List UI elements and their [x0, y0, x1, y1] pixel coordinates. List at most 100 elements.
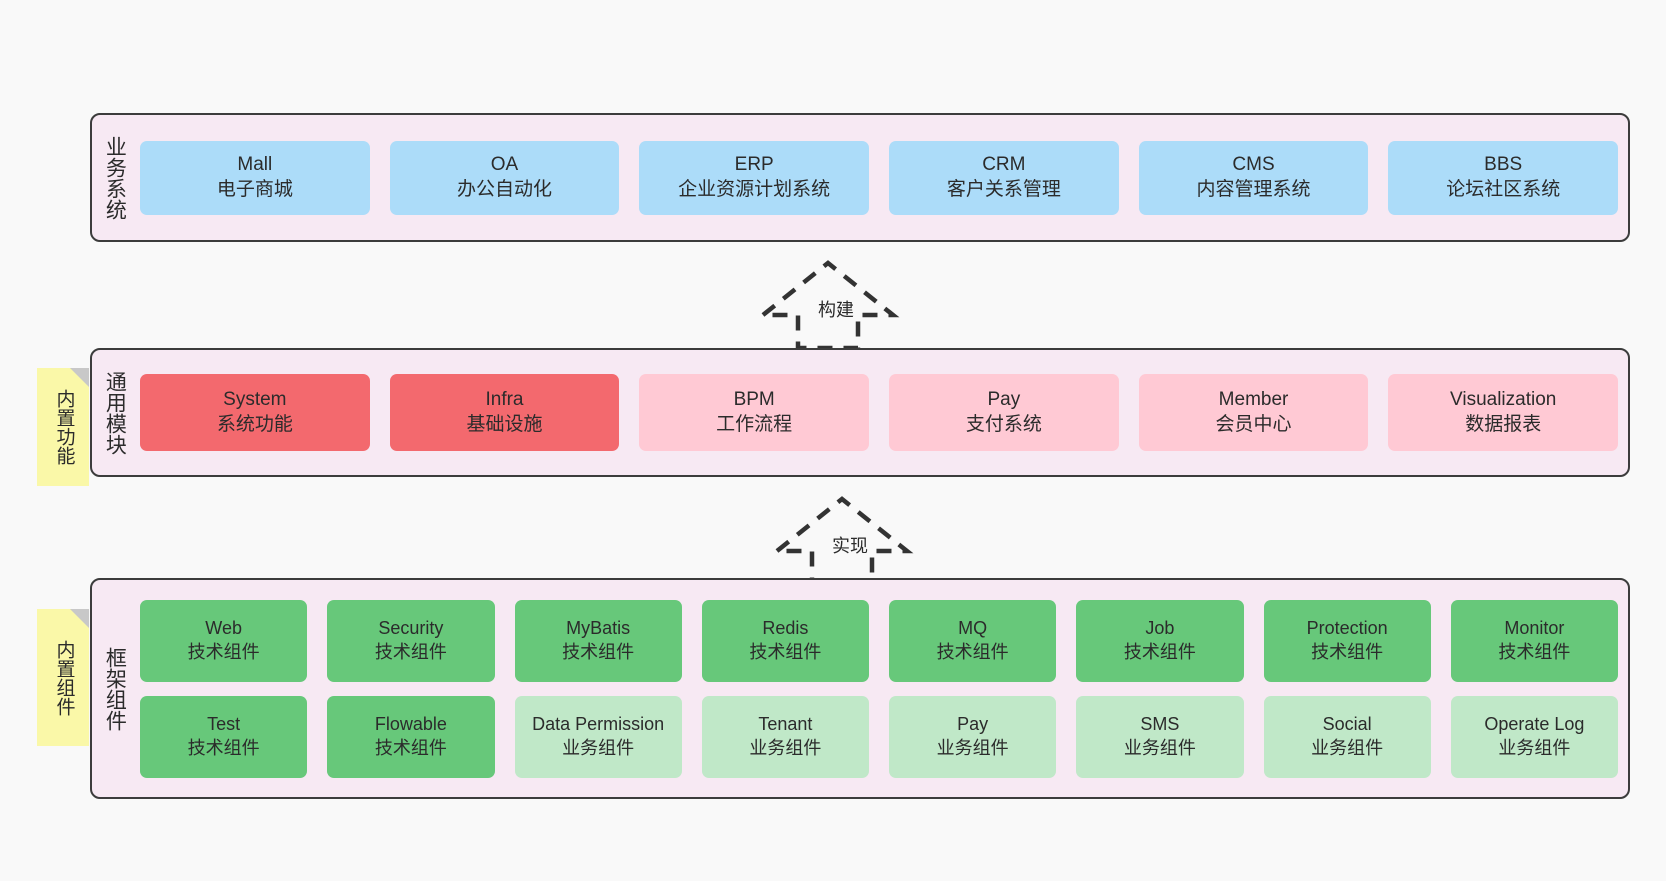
- node-operate-log[interactable]: Operate Log 业务组件: [1450, 695, 1618, 778]
- node-name: OA: [490, 153, 519, 175]
- node-subtitle: 企业资源计划系统: [678, 178, 831, 200]
- node-subtitle: 会员中心: [1215, 413, 1292, 435]
- layer-title-business: 业务系统: [103, 135, 127, 220]
- node-protection[interactable]: Protection 技术组件: [1263, 599, 1431, 682]
- node-name: Operate Log: [1484, 714, 1585, 735]
- layer-row: Mall 电子商城 OA 办公自动化 ERP 企业资源计划系统 CRM 客户关系…: [140, 140, 1619, 215]
- arrow-implement: 实现: [770, 494, 914, 587]
- layer-row: System 系统功能 Infra 基础设施 BPM 工作流程 Pay 支付系统…: [140, 374, 1619, 451]
- node-security[interactable]: Security 技术组件: [327, 599, 495, 682]
- node-subtitle: 技术组件: [562, 641, 635, 662]
- node-name: ERP: [734, 153, 774, 175]
- node-subtitle: 技术组件: [1311, 641, 1384, 662]
- layer-row: Web 技术组件 Security 技术组件 MyBatis 技术组件 Redi…: [140, 599, 1618, 682]
- node-name: Flowable: [374, 714, 447, 735]
- node-visualization[interactable]: Visualization 数据报表: [1388, 374, 1619, 451]
- node-sms[interactable]: SMS 业务组件: [1076, 695, 1244, 778]
- node-name: Infra: [485, 388, 524, 410]
- note-builtin-components: 内置组件: [37, 609, 89, 746]
- node-crm[interactable]: CRM 客户关系管理: [889, 140, 1119, 215]
- layer-body-business: Mall 电子商城 OA 办公自动化 ERP 企业资源计划系统 CRM 客户关系…: [136, 115, 1628, 240]
- node-subtitle: 基础设施: [466, 413, 543, 435]
- node-name: BPM: [733, 388, 775, 410]
- node-bbs[interactable]: BBS 论坛社区系统: [1388, 140, 1619, 215]
- node-name: Social: [1322, 714, 1372, 735]
- layer-row: Test 技术组件 Flowable 技术组件 Data Permission …: [140, 695, 1618, 778]
- node-flowable[interactable]: Flowable 技术组件: [327, 695, 495, 778]
- node-social[interactable]: Social 业务组件: [1263, 695, 1431, 778]
- node-redis[interactable]: Redis 技术组件: [701, 599, 869, 682]
- node-subtitle: 技术组件: [374, 641, 447, 662]
- node-test[interactable]: Test 技术组件: [140, 695, 308, 778]
- node-subtitle: 技术组件: [187, 641, 260, 662]
- dashed-up-arrow-icon: [756, 260, 900, 351]
- node-name: Protection: [1306, 618, 1388, 639]
- node-name: Job: [1145, 618, 1175, 639]
- note-text: 内置功能: [53, 389, 75, 465]
- node-subtitle: 工作流程: [716, 413, 793, 435]
- node-name: CMS: [1232, 153, 1275, 175]
- node-cms[interactable]: CMS 内容管理系统: [1138, 140, 1369, 215]
- node-subtitle: 业务组件: [1311, 737, 1384, 758]
- node-mybatis[interactable]: MyBatis 技术组件: [514, 599, 682, 682]
- node-web[interactable]: Web 技术组件: [140, 599, 308, 682]
- layer-body-framework: Web 技术组件 Security 技术组件 MyBatis 技术组件 Redi…: [136, 580, 1628, 797]
- node-subtitle: 论坛社区系统: [1446, 178, 1561, 200]
- node-mall[interactable]: Mall 电子商城: [140, 140, 370, 215]
- node-name: Tenant: [758, 714, 813, 735]
- node-name: Security: [378, 618, 444, 639]
- node-subtitle: 业务组件: [936, 737, 1009, 758]
- node-name: CRM: [982, 153, 1026, 175]
- node-name: Redis: [762, 618, 809, 639]
- dashed-up-arrow-icon: [770, 496, 914, 587]
- node-tenant[interactable]: Tenant 业务组件: [701, 695, 869, 778]
- layer-framework-components: 框架组件 Web 技术组件 Security 技术组件 MyBatis 技术组件…: [90, 578, 1630, 799]
- node-name: BBS: [1484, 153, 1523, 175]
- node-name: Visualization: [1450, 388, 1557, 410]
- node-name: Web: [205, 618, 242, 639]
- node-oa[interactable]: OA 办公自动化: [389, 140, 620, 215]
- layer-business-systems: 业务系统 Mall 电子商城 OA 办公自动化 ERP 企业资源计划系统 CRM…: [90, 113, 1630, 242]
- node-monitor[interactable]: Monitor 技术组件: [1450, 599, 1618, 682]
- node-subtitle: 系统功能: [216, 413, 293, 435]
- node-name: Pay: [987, 388, 1021, 410]
- node-subtitle: 业务组件: [562, 737, 635, 758]
- node-subtitle: 内容管理系统: [1196, 178, 1311, 200]
- node-data-permission[interactable]: Data Permission 业务组件: [514, 695, 682, 778]
- node-subtitle: 技术组件: [1498, 641, 1571, 662]
- node-subtitle: 技术组件: [1123, 641, 1196, 662]
- node-pay-component[interactable]: Pay 业务组件: [889, 695, 1057, 778]
- node-name: Mall: [237, 153, 273, 175]
- layer-title-framework: 框架组件: [103, 646, 127, 731]
- node-mq[interactable]: MQ 技术组件: [889, 599, 1057, 682]
- node-name: MyBatis: [566, 618, 631, 639]
- node-name: Monitor: [1504, 618, 1565, 639]
- arrow-label-build: 构建: [818, 300, 854, 320]
- node-name: MQ: [958, 618, 988, 639]
- node-system[interactable]: System 系统功能: [140, 374, 370, 451]
- node-subtitle: 数据报表: [1465, 413, 1542, 435]
- node-pay-module[interactable]: Pay 支付系统: [889, 374, 1119, 451]
- layer-title-common: 通用模块: [103, 370, 127, 455]
- node-subtitle: 业务组件: [749, 737, 822, 758]
- node-member[interactable]: Member 会员中心: [1138, 374, 1369, 451]
- node-name: SMS: [1140, 714, 1180, 735]
- node-name: Test: [207, 714, 241, 735]
- node-job[interactable]: Job 技术组件: [1076, 599, 1244, 682]
- node-name: Data Permission: [532, 714, 665, 735]
- node-infra[interactable]: Infra 基础设施: [389, 374, 620, 451]
- node-subtitle: 技术组件: [374, 737, 447, 758]
- node-name: System: [223, 388, 287, 410]
- arrow-build: 构建: [756, 258, 900, 351]
- node-subtitle: 办公自动化: [457, 178, 553, 200]
- node-subtitle: 电子商城: [216, 178, 293, 200]
- node-erp[interactable]: ERP 企业资源计划系统: [639, 140, 870, 215]
- node-subtitle: 技术组件: [187, 737, 260, 758]
- arrow-label-implement: 实现: [832, 536, 868, 556]
- note-text: 内置组件: [53, 639, 75, 716]
- node-subtitle: 客户关系管理: [946, 178, 1061, 200]
- node-bpm[interactable]: BPM 工作流程: [639, 374, 870, 451]
- node-name: Member: [1218, 388, 1289, 410]
- node-subtitle: 技术组件: [749, 641, 822, 662]
